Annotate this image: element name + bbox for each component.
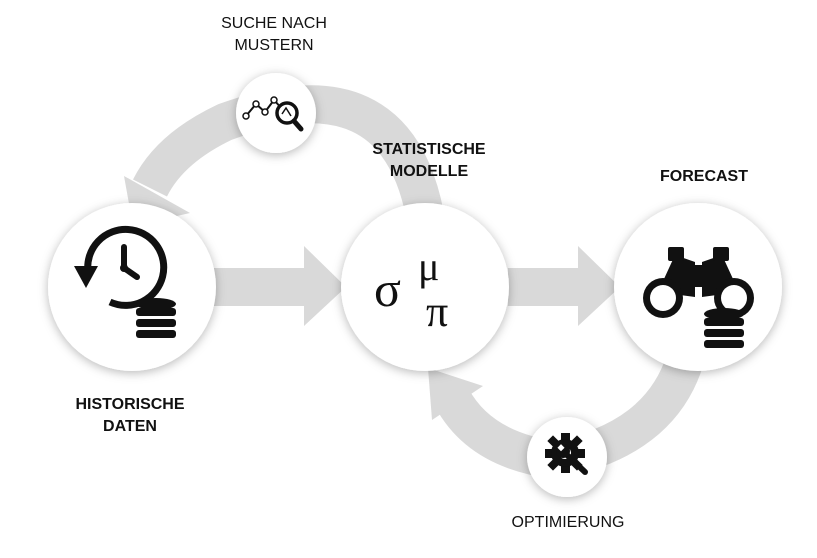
forecast-label: FORECAST — [660, 168, 748, 185]
pi-symbol: π — [426, 287, 448, 336]
historische-daten-node — [48, 203, 216, 371]
suche-nach-mustern-label: SUCHE NACH MUSTERN — [221, 15, 327, 54]
optimierung-label: OPTIMIERUNG — [511, 514, 625, 531]
sigma-mu-pi-icon: σ μ π — [374, 244, 448, 336]
database-icon — [136, 298, 176, 338]
mu-symbol: μ — [418, 244, 439, 289]
historische-daten-label: HISTORISCHE DATEN — [75, 396, 185, 435]
pattern-search-icon — [242, 96, 304, 132]
gear-wrench-icon — [545, 433, 588, 475]
database-icon — [704, 308, 744, 348]
history-database-icon — [74, 225, 176, 338]
arrow-historisch-to-modelle — [214, 246, 346, 326]
arrow-modelle-to-forecast — [508, 246, 620, 326]
binoculars-database-icon — [643, 247, 754, 348]
statistische-modelle-node — [341, 203, 509, 371]
sigma-symbol: σ — [374, 261, 401, 317]
statistische-modelle-label: STATISTISCHE MODELLE — [372, 141, 486, 180]
